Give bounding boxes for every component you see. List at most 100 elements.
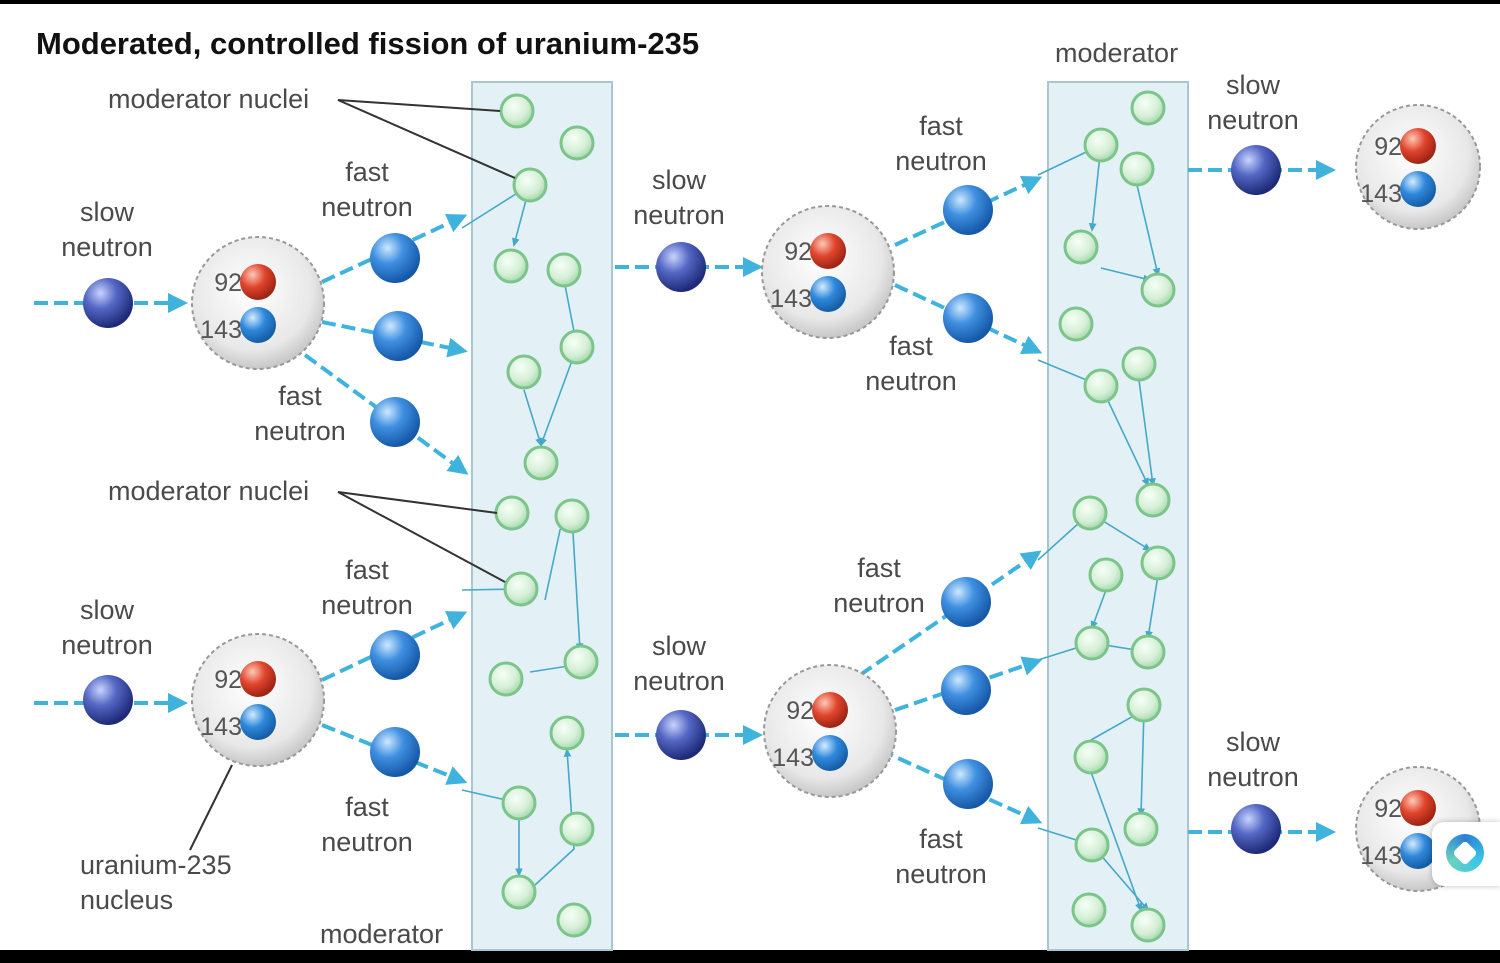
proton-count: 92 (1374, 133, 1402, 161)
fast-neutron (370, 397, 420, 447)
neutron-ball (1400, 171, 1436, 207)
assistant-icon[interactable] (1446, 834, 1484, 872)
slow-word: slow (80, 595, 135, 625)
moderator-nucleus (556, 902, 592, 938)
moderator-nucleus (1130, 907, 1166, 943)
uranium-word: uranium-235 (80, 850, 232, 880)
fast-word: fast (278, 381, 322, 411)
neutron-count: 143 (1360, 842, 1402, 870)
moderator-nucleus (1074, 827, 1110, 863)
neutron-word: neutron (633, 666, 725, 696)
fast-neutron (373, 311, 423, 361)
proton-ball (240, 661, 276, 697)
moderator-nuclei-group (488, 90, 1176, 943)
fast-neutron (941, 665, 991, 715)
slow-neutron (656, 242, 706, 292)
moderator-nucleus (554, 498, 590, 534)
scatter-path (1136, 184, 1161, 277)
nucleus-shell (191, 633, 325, 767)
neutron-word: neutron (895, 859, 987, 889)
fast-neutron-label-6: fast neutron (865, 331, 957, 396)
moderator-label-bottom: moderator (320, 919, 443, 949)
neutron-word: neutron (833, 588, 925, 618)
moderator-label-top: moderator (1055, 38, 1178, 68)
neutron-count: 143 (200, 713, 242, 741)
assistant-widget[interactable] (1432, 822, 1500, 886)
fast-neutron-label-8: fast neutron (895, 824, 987, 889)
moderator-nucleus (1074, 625, 1110, 661)
moderator-nucleus (546, 252, 582, 288)
nucleus-word: nucleus (80, 885, 173, 915)
moderator-nucleus (501, 874, 537, 910)
scatter-path (1100, 267, 1152, 283)
slow-neutron (83, 675, 133, 725)
moderator-nucleus (512, 167, 548, 203)
neutron-count: 143 (772, 744, 814, 772)
slow-neutron-label-1: slow neutron (61, 197, 153, 262)
moderator-nucleus (1140, 272, 1176, 308)
neutron-count: 143 (770, 285, 812, 313)
neutron-word: neutron (895, 146, 987, 176)
slow-word: slow (1226, 70, 1281, 100)
scatter-path (1090, 589, 1107, 630)
scatter-path (523, 389, 543, 447)
moderator-nuclei-label-bottom: moderator nuclei (108, 476, 309, 506)
moderator-nucleus (559, 125, 595, 161)
scatter-path (1090, 771, 1143, 912)
fast-neutron (941, 577, 991, 627)
moderator-nucleus (1083, 368, 1119, 404)
uranium-nucleus: 92 143 (1355, 104, 1481, 230)
moderator-nuclei-label-top: moderator nuclei (108, 84, 309, 114)
slow-neutron-label-5: slow neutron (1207, 70, 1299, 135)
neutron-word: neutron (61, 232, 153, 262)
moderator-nucleus (1123, 811, 1159, 847)
neutron-path-arrow (321, 723, 468, 785)
neutron-path-arrow (303, 353, 469, 475)
pointer-line (337, 491, 498, 514)
slow-word: slow (652, 165, 707, 195)
neutron-balls-group (83, 145, 1281, 854)
diagram-title: Moderated, controlled fission of uranium… (36, 26, 699, 61)
neutron-ball (240, 307, 276, 343)
moderator-nucleus (499, 93, 535, 129)
neutron-count: 143 (200, 316, 242, 344)
neutron-count: 143 (1360, 180, 1402, 208)
moderator-nucleus (506, 354, 542, 390)
neutron-word: neutron (321, 827, 413, 857)
nucleus-shell (761, 205, 895, 339)
moderator-nucleus (1130, 90, 1166, 126)
neutron-word: neutron (633, 200, 725, 230)
neutron-word: neutron (321, 192, 413, 222)
neutron-word: neutron (1207, 762, 1299, 792)
moderator-nucleus (1130, 634, 1166, 670)
fast-word: fast (345, 792, 389, 822)
proton-count: 92 (784, 238, 812, 266)
neutron-ball (812, 735, 848, 771)
moderator-band-right (1047, 81, 1189, 951)
nucleus-shell (191, 236, 325, 370)
fast-word: fast (857, 553, 901, 583)
nucleus-shell (763, 664, 897, 798)
slow-neutron (1231, 804, 1281, 854)
fast-neutron (370, 727, 420, 777)
proton-ball (812, 692, 848, 728)
proton-ball (1400, 790, 1436, 826)
fast-word: fast (345, 157, 389, 187)
neutron-word: neutron (1207, 105, 1299, 135)
pointer-line (337, 99, 516, 179)
neutron-ball (1400, 833, 1436, 869)
moderator-nucleus (1073, 739, 1109, 775)
scatter-path (1138, 379, 1156, 487)
fast-neutron-label-4: fast neutron (321, 792, 413, 857)
fast-neutron-label-7: fast neutron (833, 553, 925, 618)
neutron-path-arrow (321, 611, 468, 682)
moderator-nucleus (488, 661, 524, 697)
uranium-nucleus: 92 143 (761, 205, 895, 339)
uranium-nucleus-label: uranium-235 nucleus (80, 850, 232, 915)
fast-neutron (943, 293, 993, 343)
